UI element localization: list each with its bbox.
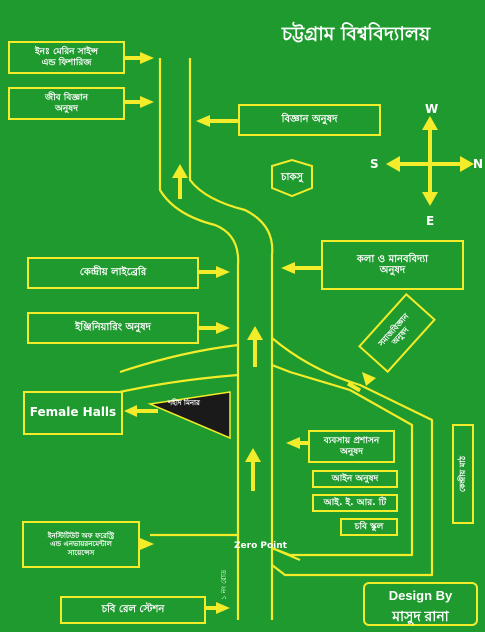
arrow-railway bbox=[216, 602, 230, 614]
compass-south: S bbox=[370, 157, 379, 171]
shaheed-minar-shape bbox=[147, 391, 231, 440]
marine-science-label: ইনঃ মেরিন সাইন্স এন্ড ফিশারিজ bbox=[8, 41, 125, 74]
compass-arrow-right bbox=[460, 156, 474, 172]
main-road-right-edge bbox=[188, 58, 274, 620]
zero-point-label: Zero Point bbox=[234, 541, 287, 551]
arrow-engineering bbox=[216, 322, 230, 334]
arrow-up-2 bbox=[247, 326, 263, 340]
arrow-social-science bbox=[362, 372, 376, 386]
design-by-text: Design By bbox=[388, 588, 453, 603]
central-library-label: কেন্দ্রীয় লাইব্রেরি bbox=[27, 257, 199, 289]
law-faculty-label: আইন অনুষদ bbox=[312, 470, 398, 488]
business-faculty-label: ব্যবসায় প্রশাসন অনুষদ bbox=[308, 430, 395, 463]
arrow-science bbox=[196, 115, 210, 127]
forestry-institute-label: ইনস্টিটিউট অফ ফরেস্ট্রি এন্ড এনভায়রনমেন… bbox=[22, 521, 140, 568]
left-branch-road bbox=[119, 343, 239, 394]
compass-east: E bbox=[426, 214, 435, 228]
railway-station-label: চবি রেল স্টেশন bbox=[60, 596, 206, 624]
science-faculty-label: বিজ্ঞান অনুষদ bbox=[238, 104, 381, 136]
cu-school-label: চবি স্কুল bbox=[340, 518, 398, 536]
compass-arrow-left bbox=[386, 156, 400, 172]
compass-west: W bbox=[425, 102, 439, 116]
compass-arrow-up bbox=[422, 116, 438, 130]
iit-label: আই. ই. আর. টি bbox=[312, 494, 398, 512]
female-halls-label: Female Halls bbox=[23, 391, 123, 435]
arrow-marine bbox=[140, 52, 154, 64]
shaheed-minar-label: শহীদ মিনার bbox=[168, 399, 200, 407]
compass-north: N bbox=[473, 157, 484, 171]
arrow-business bbox=[286, 437, 300, 449]
map-title: চট্টগ্রাম বিশ্ববিদ্যালয় bbox=[281, 23, 431, 45]
arrow-up-3 bbox=[245, 448, 261, 462]
compass-arrow-down bbox=[422, 192, 438, 206]
arrow-library bbox=[216, 266, 230, 278]
road-no-label: ১ নং রোড bbox=[220, 569, 228, 600]
arrow-female-halls bbox=[124, 405, 137, 417]
designer-name: মাসুদ রানা bbox=[392, 608, 449, 624]
arrow-up-1 bbox=[172, 164, 188, 178]
zero-point-road bbox=[150, 533, 301, 562]
arrow-biology bbox=[140, 96, 154, 108]
chaksu-hexagon bbox=[271, 158, 313, 198]
right-loop-road bbox=[271, 337, 434, 577]
design-credit: Design By মাসুদ রানা bbox=[363, 582, 478, 626]
arrow-forestry bbox=[140, 538, 154, 550]
central-field-label: কেন্দ্রীয় মাঠ bbox=[452, 424, 474, 524]
arrow-arts bbox=[281, 262, 295, 274]
arts-faculty-label: কলা ও মানববিদ্যা অনুষদ bbox=[321, 240, 464, 290]
main-road-left-edge bbox=[158, 58, 240, 620]
chaksu-label: চাকসু bbox=[281, 172, 303, 183]
biology-faculty-label: জীব বিজ্ঞান অনুষদ bbox=[8, 87, 125, 120]
engineering-faculty-label: ইঞ্জিনিয়ারিং অনুষদ bbox=[27, 312, 199, 344]
